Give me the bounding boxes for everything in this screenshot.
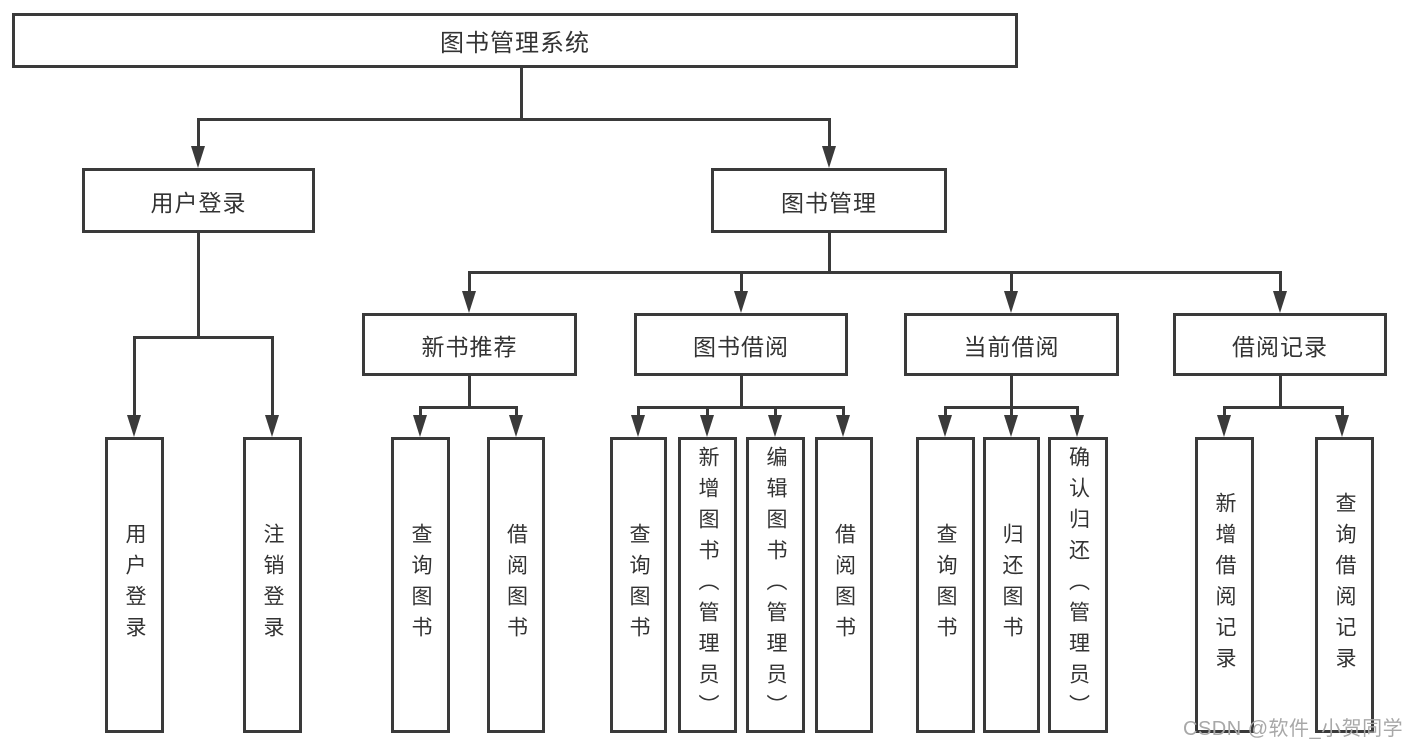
arrowhead-icon xyxy=(768,415,782,437)
arrowhead-icon xyxy=(509,415,523,437)
connector-line xyxy=(133,336,273,339)
connector-line xyxy=(740,376,743,406)
connector-line xyxy=(468,271,471,291)
connector-line xyxy=(468,271,1281,274)
arrowhead-icon xyxy=(1004,415,1018,437)
connector-line xyxy=(1076,406,1079,415)
node-label: 新书推荐 xyxy=(421,333,518,360)
connector-line xyxy=(1010,406,1013,415)
node-label: 图书管理 xyxy=(781,189,877,216)
connector-line xyxy=(1279,271,1282,291)
connector-line xyxy=(828,233,831,271)
node-label: 查询借阅记录 xyxy=(1333,492,1356,678)
connector-line xyxy=(1279,376,1282,406)
arrowhead-icon xyxy=(1004,291,1018,313)
connector-line xyxy=(468,376,471,406)
leaf-query-books-current: 查询图书 xyxy=(916,437,975,733)
node-label: 借阅图书 xyxy=(504,523,528,647)
node-new-book-recommend: 新书推荐 xyxy=(362,313,577,376)
leaf-query-borrow-record: 查询借阅记录 xyxy=(1315,437,1374,733)
node-label: 确认归还（管理员） xyxy=(1066,445,1090,725)
node-label: 新增图书（管理员） xyxy=(696,445,719,725)
arrowhead-icon xyxy=(462,291,476,313)
node-user-login: 用户登录 xyxy=(82,168,315,233)
connector-line xyxy=(637,406,845,409)
connector-line xyxy=(197,118,831,121)
arrowhead-icon xyxy=(700,415,714,437)
arrowhead-icon xyxy=(191,146,205,168)
leaf-borrow-books-borrowing: 借阅图书 xyxy=(815,437,873,733)
arrowhead-icon xyxy=(836,415,850,437)
leaf-query-books-borrowing: 查询图书 xyxy=(610,437,667,733)
node-label: 借阅记录 xyxy=(1232,333,1328,360)
connector-line xyxy=(419,406,422,415)
connector-line xyxy=(520,68,523,118)
node-label: 用户登录 xyxy=(123,523,146,647)
arrowhead-icon xyxy=(631,415,645,437)
connector-line xyxy=(1223,406,1226,415)
leaf-add-borrow-record: 新增借阅记录 xyxy=(1195,437,1254,733)
connector-line xyxy=(842,406,845,415)
leaf-user-login: 用户登录 xyxy=(105,437,164,733)
node-label: 查询图书 xyxy=(409,523,432,647)
node-label: 注销登录 xyxy=(261,523,284,647)
csdn-watermark: CSDN @软件_小贺同学 xyxy=(1183,718,1404,740)
arrowhead-icon xyxy=(413,415,427,437)
connector-line xyxy=(740,271,743,291)
connector-line xyxy=(1223,406,1344,409)
leaf-query-books-recommend: 查询图书 xyxy=(391,437,450,733)
node-book-management: 图书管理 xyxy=(711,168,947,233)
node-current-borrowing: 当前借阅 xyxy=(904,313,1119,376)
node-label: 用户登录 xyxy=(150,189,247,216)
connector-line xyxy=(271,336,274,415)
node-label: 图书管理系统 xyxy=(440,30,590,57)
connector-line xyxy=(515,406,518,415)
node-label: 编辑图书（管理员） xyxy=(764,445,787,725)
node-book-borrowing: 图书借阅 xyxy=(634,313,848,376)
connector-line xyxy=(944,406,947,415)
leaf-logout: 注销登录 xyxy=(243,437,302,733)
arrowhead-icon xyxy=(1335,415,1349,437)
leaf-return-books: 归还图书 xyxy=(983,437,1040,733)
arrowhead-icon xyxy=(938,415,952,437)
leaf-edit-books-admin: 编辑图书（管理员） xyxy=(746,437,805,733)
connector-line xyxy=(774,406,777,415)
connector-line xyxy=(828,118,831,148)
node-borrowing-records: 借阅记录 xyxy=(1173,313,1387,376)
arrowhead-icon xyxy=(127,415,141,437)
connector-line xyxy=(133,336,136,415)
arrowhead-icon xyxy=(822,146,836,168)
node-label: 归还图书 xyxy=(1000,523,1023,647)
connector-line xyxy=(197,233,200,336)
arrowhead-icon xyxy=(1070,415,1084,437)
node-label: 查询图书 xyxy=(934,523,957,647)
node-label: 借阅图书 xyxy=(832,523,856,647)
connector-line xyxy=(419,406,518,409)
node-label: 查询图书 xyxy=(627,523,650,647)
connector-line xyxy=(1341,406,1344,415)
connector-line xyxy=(1010,271,1013,291)
connector-line xyxy=(637,406,640,415)
arrowhead-icon xyxy=(1273,291,1287,313)
arrowhead-icon xyxy=(1217,415,1231,437)
leaf-confirm-return-admin: 确认归还（管理员） xyxy=(1048,437,1108,733)
node-label: 当前借阅 xyxy=(963,333,1060,360)
arrowhead-icon xyxy=(734,291,748,313)
connector-line xyxy=(1010,376,1013,406)
leaf-add-books-admin: 新增图书（管理员） xyxy=(678,437,737,733)
node-library-system: 图书管理系统 xyxy=(12,13,1018,68)
leaf-borrow-books-recommend: 借阅图书 xyxy=(487,437,545,733)
connector-line xyxy=(197,118,200,148)
connector-line xyxy=(706,406,709,415)
arrowhead-icon xyxy=(265,415,279,437)
node-label: 新增借阅记录 xyxy=(1213,492,1236,678)
node-label: 图书借阅 xyxy=(693,333,789,360)
